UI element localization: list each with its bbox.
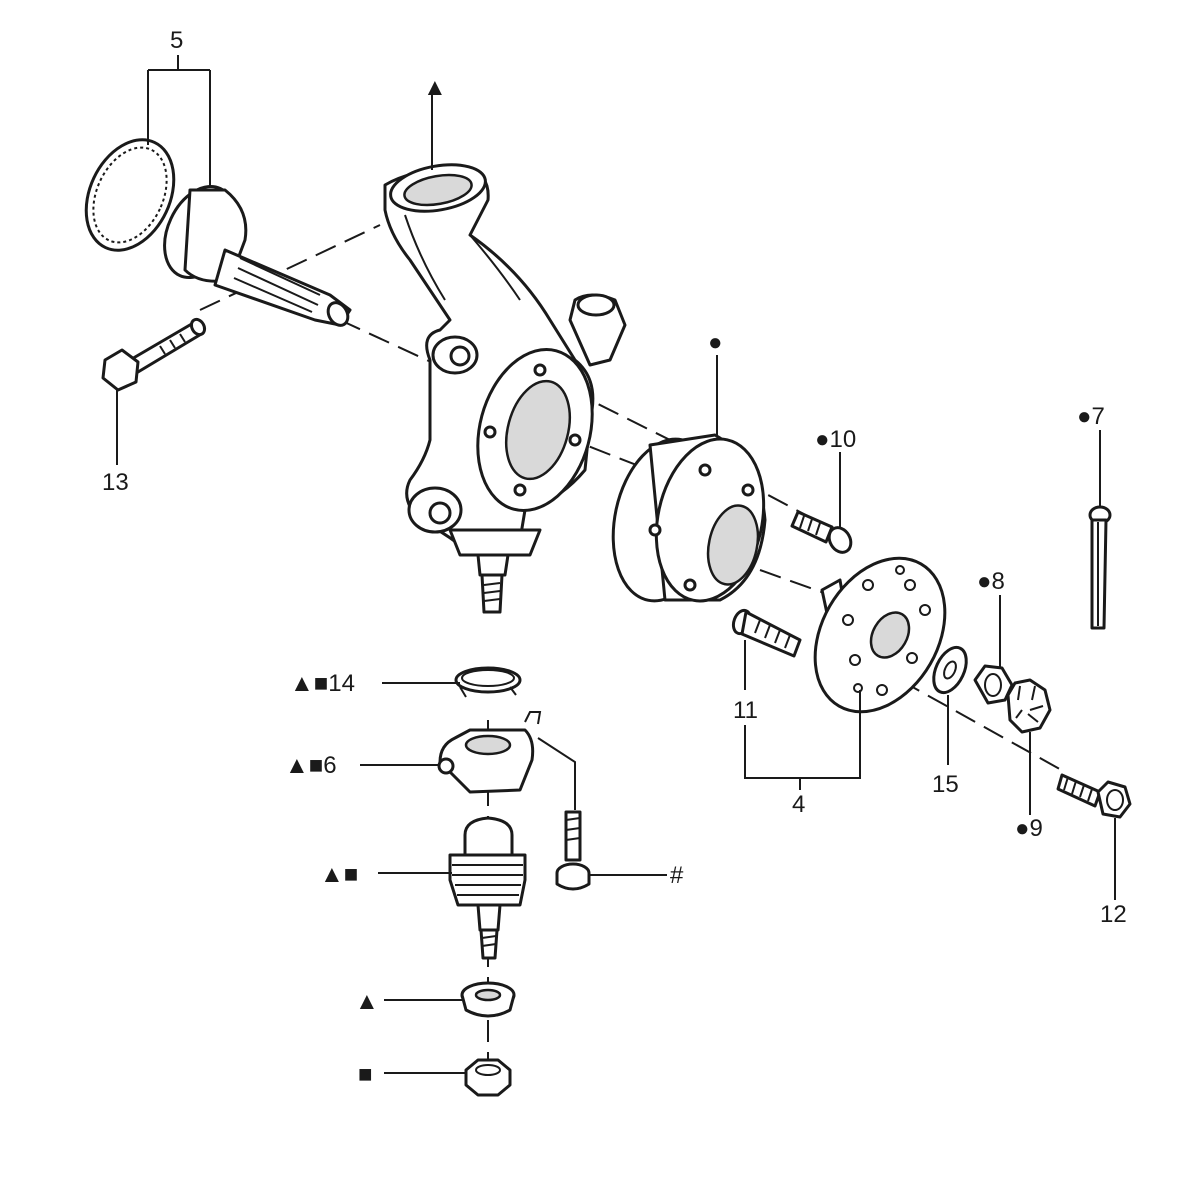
steering-knuckle — [383, 163, 627, 614]
callout-8: ●8 — [977, 568, 1005, 595]
cotter-pin — [1088, 505, 1112, 630]
callout-triangle-square: ▲■ — [320, 861, 358, 888]
drive-shaft-joint — [163, 184, 352, 327]
callout-triangle: ▲ — [355, 988, 379, 1015]
callout-4: 4 — [792, 791, 805, 818]
callout-hub-dot: ● — [708, 329, 723, 356]
callout-top-triangle: ▲ — [423, 74, 447, 101]
washer — [932, 645, 968, 695]
callout-14: ▲■14 — [290, 670, 355, 697]
callout-6: ▲■6 — [285, 752, 337, 779]
callout-9: ●9 — [1015, 815, 1043, 842]
flange-bolt — [1056, 773, 1132, 819]
callout-13: 13 — [102, 469, 129, 496]
wheel-hub-flange — [813, 556, 947, 714]
nut-retainer — [1006, 678, 1052, 734]
ball-joint-retainer — [437, 711, 542, 794]
hub-bolt — [790, 510, 853, 554]
ball-joint — [448, 816, 527, 960]
callout-square: ■ — [358, 1061, 373, 1088]
knuckle-bolt — [101, 317, 207, 392]
abs-sensor-ring — [84, 138, 176, 252]
callout-15: 15 — [932, 771, 959, 798]
callout-11: 11 — [733, 697, 758, 724]
leader-lines — [116, 55, 1116, 1074]
callout-labels: 5 ▲ ● 13 ●10 ●7 ●8 11 4 15 ●9 12 ▲■14 ▲■… — [102, 27, 1127, 1088]
wheel-bearing-hub — [611, 433, 767, 603]
lock-nut — [464, 1058, 512, 1097]
callout-12: 12 — [1100, 901, 1127, 928]
hub-nut — [973, 664, 1014, 705]
callout-hash: # — [670, 862, 684, 889]
callout-7: ●7 — [1077, 403, 1105, 430]
retainer-bolt — [555, 810, 591, 891]
callout-5: 5 — [170, 27, 183, 54]
wheel-stud — [731, 608, 802, 658]
callout-10: ●10 — [815, 426, 856, 453]
snap-ring — [454, 666, 522, 698]
dust-boot — [460, 981, 516, 1018]
